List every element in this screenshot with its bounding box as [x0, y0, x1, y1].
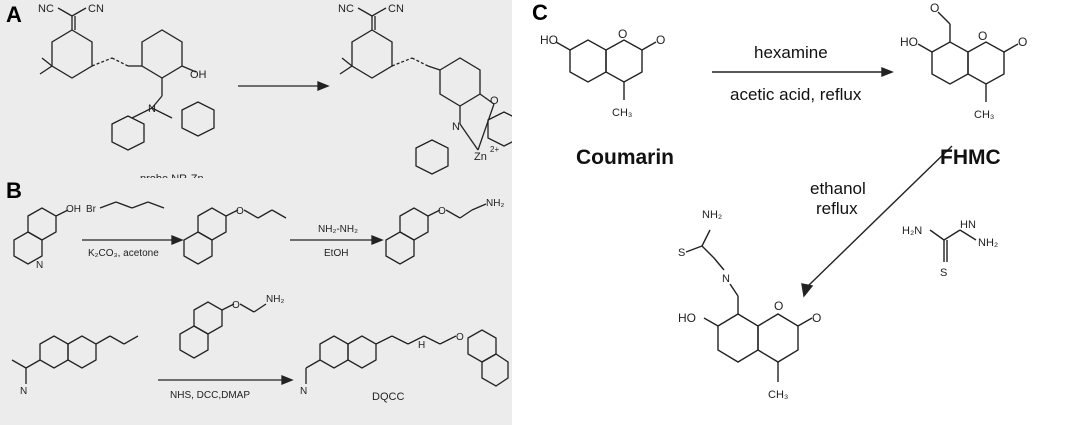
panel-b: B [0, 178, 512, 425]
reagent-c-bottom: acetic acid, reflux [730, 85, 862, 104]
atom-o-c2: O [656, 33, 665, 47]
atom-o-right: O [490, 95, 499, 107]
ring-dqcc-4 [481, 353, 509, 387]
atom-o-c3: O [930, 1, 939, 15]
atom-cn-right: CN [388, 3, 404, 15]
atom-ho-c2: HO [900, 35, 918, 49]
ring-pyridine-2-right [487, 111, 512, 147]
reagent-b2-top: NH₂-NH₂ [318, 224, 358, 235]
arrow-c2 [807, 145, 953, 287]
ring-phenol-left [141, 29, 183, 79]
atom-n-b3: N [300, 386, 307, 397]
reagent-b1: K₂CO₃, acetone [88, 248, 159, 259]
panel-c: C [512, 0, 1072, 425]
atom-oh-left: OH [190, 69, 207, 81]
atom-cn-left: CN [88, 3, 104, 15]
ring-quinoline-a1 [27, 207, 57, 241]
ring-fhmc-pyrone [967, 41, 1005, 85]
atom-s-c2: S [678, 247, 685, 259]
atom-oh-b: OH [66, 204, 81, 215]
ring-fhmc-benzene [931, 41, 969, 85]
panel-a-scheme: NC CN OH N NC CN O N Zn 2+ probe NR-Zn [38, 3, 512, 185]
ring-quinoline-e2 [179, 325, 209, 359]
atom-o-b4: O [456, 332, 464, 343]
atom-o-c5: O [1018, 35, 1027, 49]
atom-nc-right: NC [338, 3, 354, 15]
atom-ho-c3: HO [678, 311, 696, 325]
ring-cyclohexene-right [351, 29, 393, 79]
atom-h-b: H [418, 340, 425, 351]
atom-nc-left: NC [38, 3, 54, 15]
atom-o-c4: O [978, 29, 987, 43]
atom-nh2-c2: NH₂ [702, 209, 722, 221]
panel-a: A [0, 0, 512, 186]
atom-ch3-c3: CH₃ [768, 389, 788, 401]
ring-dqcc-1 [319, 335, 349, 369]
panel-b-scheme: OH Br N O O NH₂ O NH₂ N N H O K₂CO₃, ace… [11, 198, 509, 403]
ring-coumarin-d1 [39, 335, 69, 369]
ring-quinoline-b2 [183, 231, 213, 265]
ring-dqcc-2 [347, 335, 377, 369]
ring-pyridine-2-left [181, 101, 215, 137]
ring-coumarin-pyrone [605, 39, 643, 83]
panel-b-label: B [6, 178, 22, 203]
ring-quinoline-b1 [197, 207, 227, 241]
atom-o-b2: O [438, 206, 446, 217]
atom-nh2-b: NH₂ [486, 198, 504, 209]
reagent-c-side-1: ethanol [810, 179, 866, 198]
atom-o-c6: O [774, 299, 783, 313]
atom-o-b3: O [232, 300, 240, 311]
name-fhmc: FHMC [940, 146, 1001, 169]
ring-coumarin-benzene [569, 39, 607, 83]
ring-product-pyrone [757, 313, 799, 363]
ring-dqcc-3 [467, 329, 497, 363]
ring-quinoline-c2 [385, 231, 415, 265]
atom-nh2-b2: NH₂ [266, 294, 284, 305]
atom-hn-c: HN [960, 219, 976, 231]
atom-nh2-c1: NH₂ [978, 237, 998, 249]
atom-h2n-c: H₂N [902, 225, 922, 237]
ring-phenol-right [439, 57, 481, 107]
atom-n-b1: N [36, 260, 43, 271]
panel-c-scheme: HO O O CH₃ HO O O O CH₃ H₂N HN NH₂ S NH₂… [540, 1, 1027, 401]
reagent-c-top: hexamine [754, 43, 828, 62]
atom-ch3-c2: CH₃ [974, 109, 994, 121]
atom-zn: Zn [474, 151, 487, 163]
atom-ch3-c1: CH₃ [612, 107, 632, 119]
name-coumarin: Coumarin [576, 146, 674, 169]
ring-cyclohexene-left [51, 29, 93, 79]
ring-quinoline-e1 [193, 301, 223, 335]
ring-quinoline-c1 [399, 207, 429, 241]
panel-c-label: C [532, 0, 548, 25]
ring-pyridine-1-right [415, 139, 449, 175]
ring-pyridine-1-left [111, 115, 145, 151]
atom-zn-charge: 2+ [490, 145, 499, 154]
atom-ho-c1: HO [540, 33, 558, 47]
atom-o-c1: O [618, 27, 627, 41]
reagent-c-side-2: reflux [816, 199, 858, 218]
atom-br: Br [86, 204, 97, 215]
atom-o-b1: O [236, 206, 244, 217]
panel-a-label: A [6, 2, 22, 27]
product-dqcc: DQCC [372, 391, 404, 403]
atom-o-c7: O [812, 311, 821, 325]
atom-n-left: N [148, 103, 156, 115]
reagent-b2-bottom: EtOH [324, 248, 348, 259]
atom-n-c: N [722, 273, 730, 285]
ring-quinoline-a2 [13, 231, 43, 265]
atom-n-b2: N [20, 386, 27, 397]
atom-s-c1: S [940, 267, 947, 279]
reagent-b3: NHS, DCC,DMAP [170, 390, 250, 401]
ring-coumarin-d2 [67, 335, 97, 369]
ring-product-benzene [717, 313, 759, 363]
atom-n-right: N [452, 121, 460, 133]
